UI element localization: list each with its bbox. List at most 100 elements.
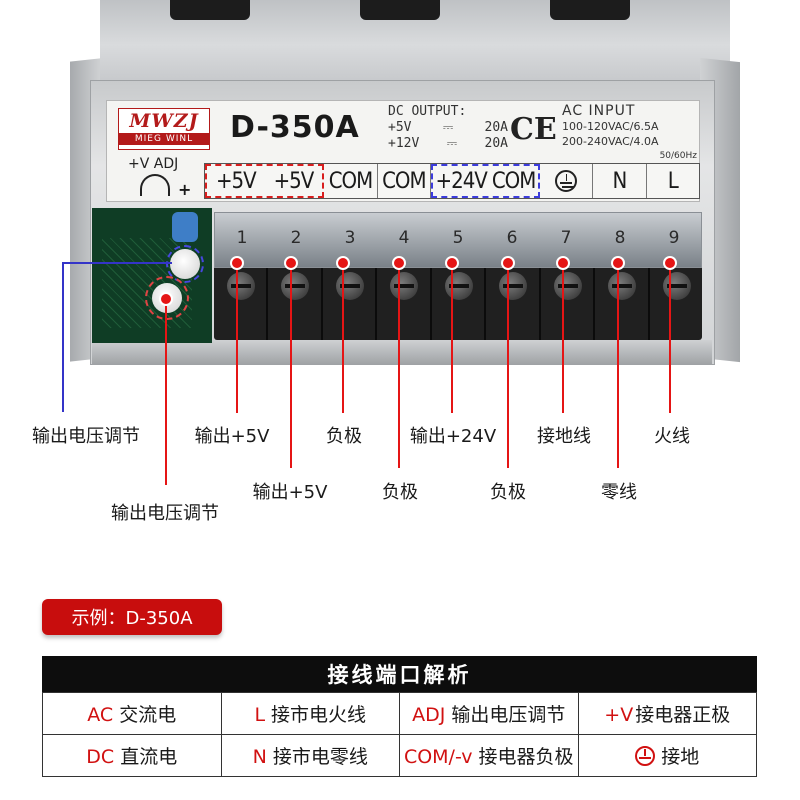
terminal-number: 5 [452,228,464,248]
ac-input-row: 200-240VAC/4.0A [562,135,659,148]
terminal-screw [541,268,596,340]
legend-text: 接地 [661,746,700,768]
brand-logo-main: MWZJ [129,110,199,132]
legend-title: 接线端口解析 [42,656,757,692]
callout-dot-terminal-3 [336,256,350,270]
callout-line-terminal-2 [290,263,292,468]
callout-terminal-9: 火线 [654,426,690,447]
callout-dot-terminal-4 [392,256,406,270]
screw-icon [608,272,637,300]
adj-plus-sign: + [178,180,192,199]
terminal-number: 1 [236,228,248,248]
terminal-screw [214,268,269,340]
model-number: D-350A [230,110,360,145]
terminal-number: 4 [398,228,410,248]
dc-current: 20A [484,136,508,151]
callout-dot-terminal-2 [284,256,298,270]
terminal-label-row: +5V +5V COM COM +24V COM N L [204,163,700,199]
terminal-label-com: COM [378,164,432,198]
terminal-screw [650,268,702,340]
terminal-number: 9 [668,228,680,248]
screw-icon [335,272,364,300]
callout-dot-adj-red [159,292,173,306]
callout-adj-blue: 输出电压调节 [32,426,140,447]
callout-terminal-6: 负极 [490,482,526,503]
vent-slot [170,0,250,20]
vent-slot [360,0,440,20]
brand-logo-sub: MIEG WINL [119,133,209,145]
legend-text: 交流电 [119,704,177,726]
terminal-screws [214,268,702,340]
callout-terminal-8: 零线 [601,482,637,503]
dc-output-row: +5V ⎓ 20A [388,120,508,136]
callout-terminal-5: 输出+24V [409,426,497,447]
power-supply-photo: MWZJ MIEG WINL D-350A DC OUTPUT: +5V ⎓ 2… [0,0,800,370]
callout-line-terminal-5 [451,263,453,413]
legend-text: 接市电零线 [272,746,368,768]
legend-cell: 接地 [577,734,757,777]
ground-icon [635,746,656,766]
screw-icon [553,272,582,300]
terminal-label-5v: +5V [215,168,257,194]
terminal-number: 8 [614,228,626,248]
dc-current: 20A [484,120,508,135]
callout-line-adj-blue-h [62,262,172,264]
terminal-label-n: N [593,164,647,198]
terminal-screw [432,268,487,340]
legend-code: N [252,746,267,768]
terminal-label-group-24v: +24V COM [431,164,540,198]
callout-line-terminal-4 [398,263,400,468]
terminal-label-ground [540,164,594,198]
callout-line-adj-red [165,299,167,485]
callout-dot-terminal-6 [501,256,515,270]
legend-code: DC [86,746,115,768]
dc-symbol: ⎓ [442,120,454,135]
terminal-label-l: L [667,168,679,194]
callout-terminal-7: 接地线 [537,426,591,447]
terminal-screw [377,268,432,340]
dc-voltage: +12V [388,136,420,151]
callout-dot-terminal-5 [445,256,459,270]
terminal-number: 7 [560,228,572,248]
legend-code: COM/-v [403,746,473,768]
adj-highlight-blue [166,245,204,283]
terminal-label-5v: +5V [273,168,315,194]
callout-line-terminal-9 [669,263,671,413]
callout-dot-terminal-8 [611,256,625,270]
terminal-screw [486,268,541,340]
screw-icon [444,272,473,300]
ac-input-title: AC INPUT [562,103,636,119]
ac-frequency: 50/60Hz [659,151,697,161]
case-top [100,0,730,90]
callout-line-terminal-7 [562,263,564,413]
terminal-label-group-5v: +5V +5V [205,164,325,198]
dc-output-spec: DC OUTPUT: +5V ⎓ 20A +12V ⎓ 20A [388,104,508,152]
legend-text: 直流电 [120,746,178,768]
callout-line-adj-blue-v [62,262,64,412]
callout-terminal-2: 输出+5V [252,482,328,503]
callout-line-terminal-8 [617,263,619,468]
case-bottom-lip [92,340,712,365]
callout-adj-red: 输出电压调节 [111,503,219,524]
callout-terminal-3: 负极 [326,426,362,447]
terminal-screw [323,268,378,340]
terminal-screw [595,268,650,340]
dc-output-row: +12V ⎓ 20A [388,136,508,152]
adj-rotate-icon [140,174,170,196]
terminal-screw [268,268,323,340]
screw-icon [499,272,528,300]
dc-voltage: +5V [388,120,412,135]
legend-code: AC [87,704,114,726]
ground-icon [555,170,578,192]
callout-dot-terminal-7 [556,256,570,270]
dc-symbol: ⎓ [446,136,458,151]
